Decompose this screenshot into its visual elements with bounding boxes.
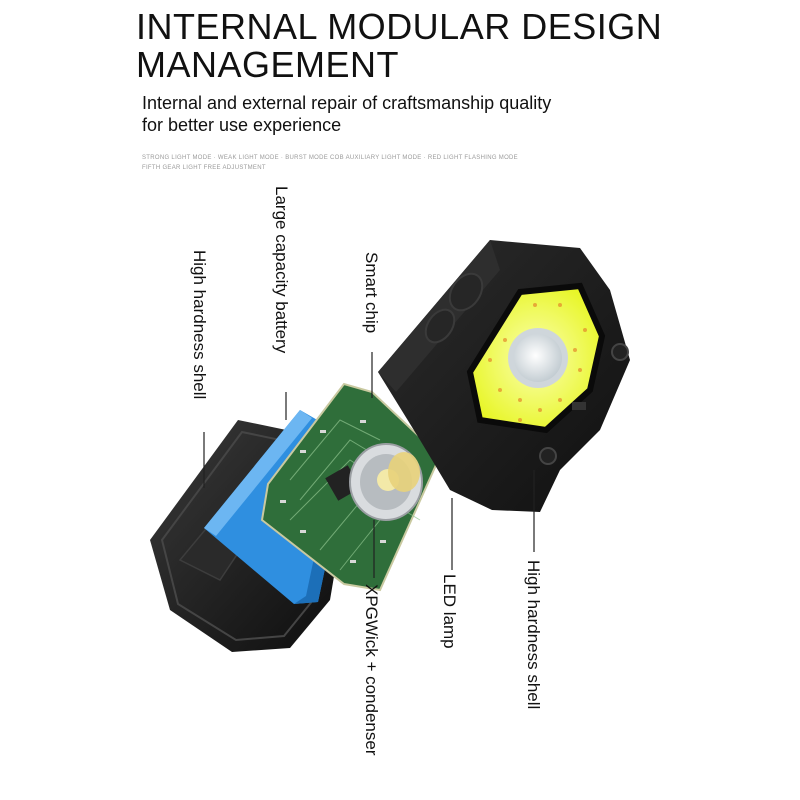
modes-line-2: FIFTH GEAR LIGHT FREE ADJUSTMENT	[142, 165, 266, 171]
label-smart-chip: Smart chip	[362, 252, 381, 334]
label-high-hardness-shell-front: High hardness shell	[524, 560, 543, 710]
page-title: INTERNAL MODULAR DESIGN MANAGEMENT	[136, 8, 662, 84]
subtitle-line-2: for better use experience	[142, 115, 342, 135]
label-high-hardness-shell-back: High hardness shell	[190, 250, 209, 400]
subtitle: Internal and external repair of craftsma…	[142, 92, 551, 136]
label-xpgwick-condenser: XPGWick + condenser	[362, 584, 381, 756]
front-shell	[378, 240, 630, 512]
xpg-wick-reflector	[349, 443, 423, 521]
label-led-lamp: LED lamp	[440, 574, 459, 649]
leader-lines	[203, 352, 535, 578]
light-modes-text: STRONG LIGHT MODE · WEAK LIGHT MODE · BU…	[142, 153, 562, 173]
title-line-1: INTERNAL MODULAR DESIGN	[136, 6, 663, 47]
title-line-2: MANAGEMENT	[136, 44, 400, 85]
label-large-capacity-battery: Large capacity battery	[272, 186, 291, 354]
subtitle-line-1: Internal and external repair of craftsma…	[142, 93, 552, 113]
modes-line-1: STRONG LIGHT MODE · WEAK LIGHT MODE · BU…	[142, 155, 518, 161]
